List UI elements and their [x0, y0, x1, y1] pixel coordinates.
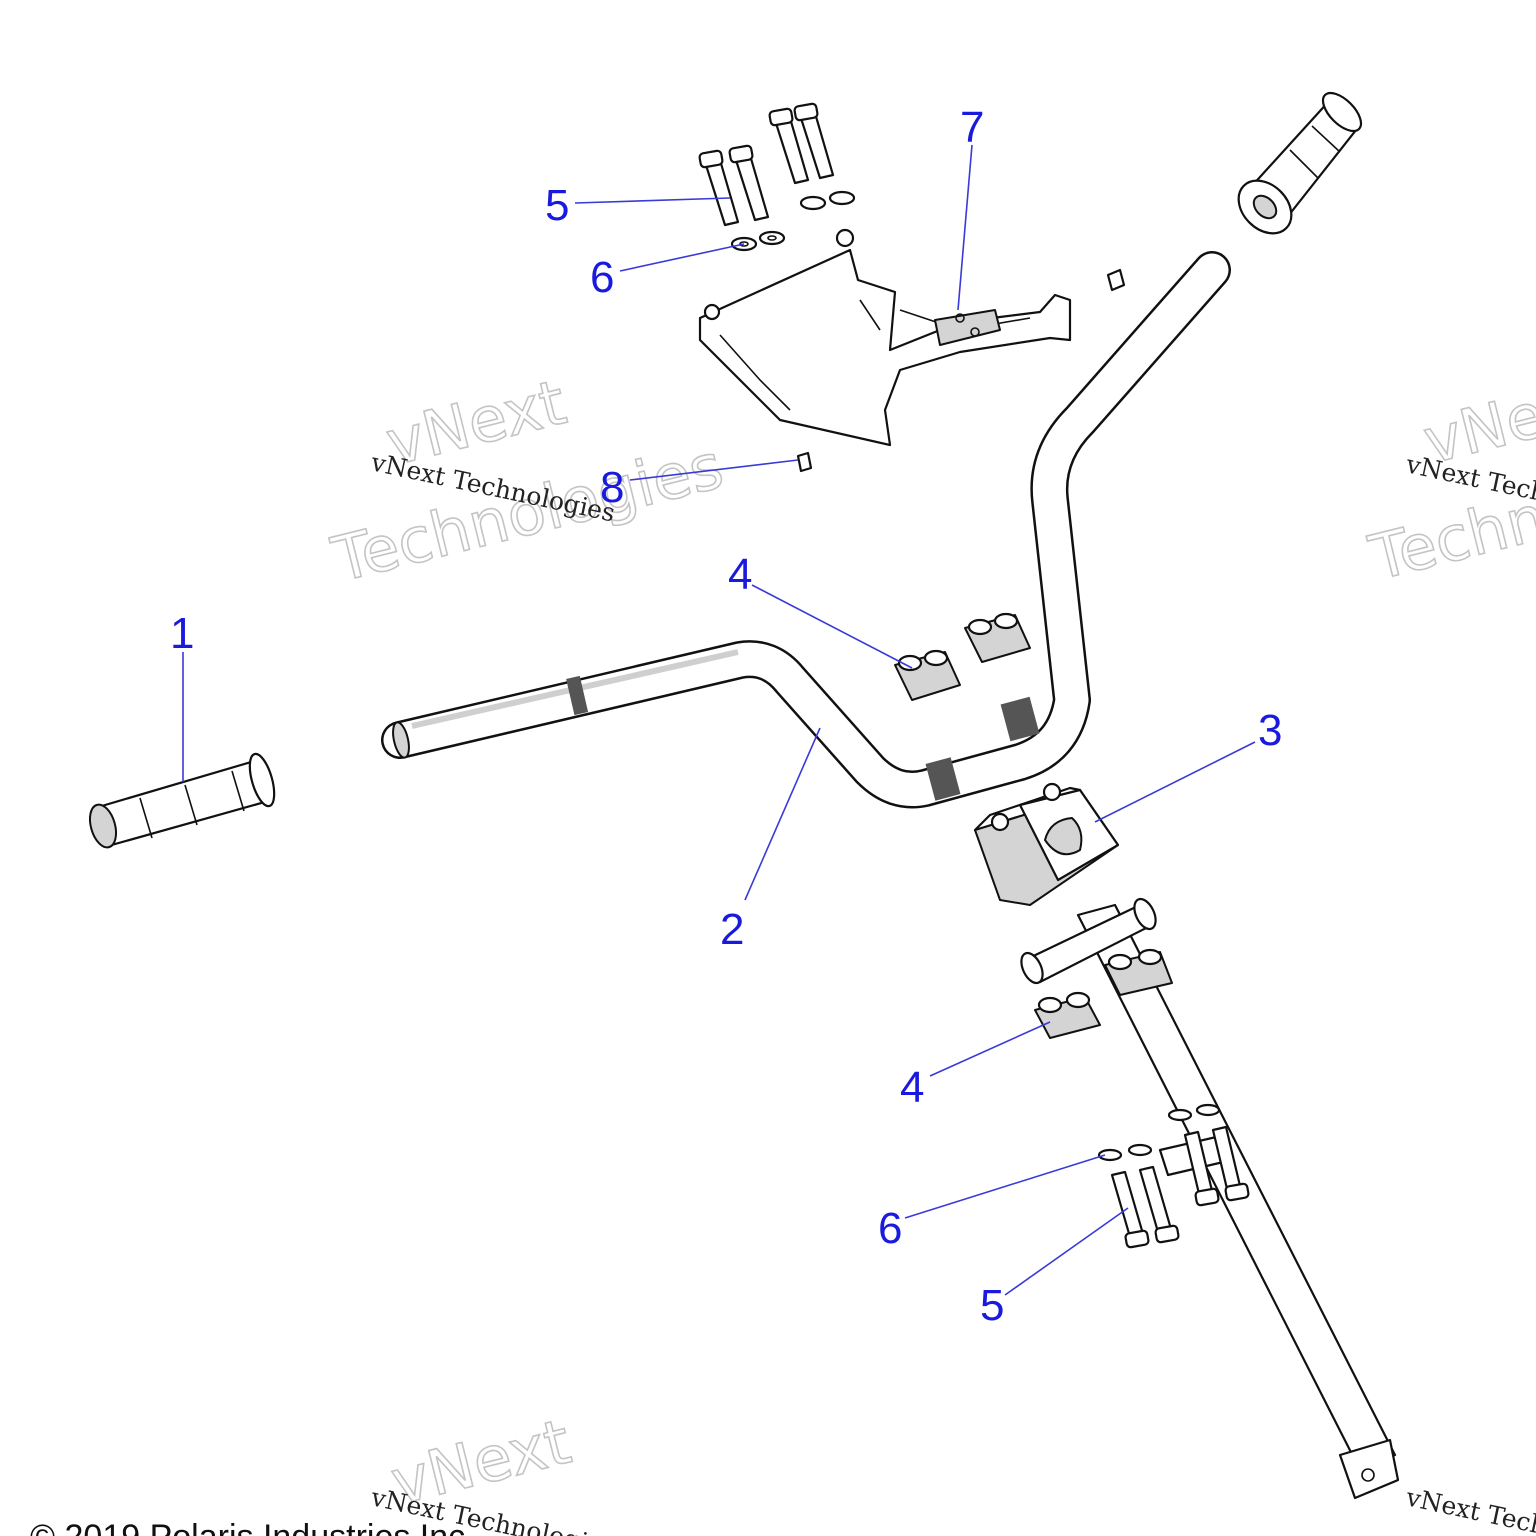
mounting-bracket — [698, 228, 1072, 447]
lower-bolts — [1110, 1125, 1250, 1249]
callout-8: 8 — [600, 463, 624, 512]
callout-4-lower: 4 — [900, 1063, 924, 1112]
left-grip — [88, 752, 276, 849]
lower-clamp-caps — [1034, 948, 1173, 1039]
callout-3: 3 — [1258, 706, 1282, 755]
watermark-center: vNext Technologies — [324, 364, 731, 597]
upper-washers — [730, 190, 856, 252]
callout-2: 2 — [720, 905, 744, 954]
callout-6-upper: 6 — [590, 253, 614, 302]
callout-5-lower: 5 — [980, 1281, 1004, 1330]
callout-1: 1 — [170, 609, 194, 658]
upper-clamp-caps — [894, 612, 1031, 701]
leader-lines — [182, 144, 1256, 1296]
copyright-text: © 2019 Polaris Industries Inc. — [30, 1518, 475, 1536]
callout-6-lower: 6 — [878, 1204, 902, 1253]
callout-5-upper: 5 — [545, 181, 569, 230]
upper-bolts — [698, 102, 835, 227]
callout-4-upper: 4 — [728, 550, 752, 599]
watermark-small-bottom-right: vNext Technologies — [1403, 1482, 1536, 1536]
clamp-block — [973, 782, 1120, 906]
right-grip — [1237, 91, 1363, 235]
lower-washers — [1097, 1103, 1221, 1162]
callout-7: 7 — [960, 103, 984, 152]
handlebar — [381, 251, 1231, 809]
clip-nut — [796, 268, 1126, 473]
